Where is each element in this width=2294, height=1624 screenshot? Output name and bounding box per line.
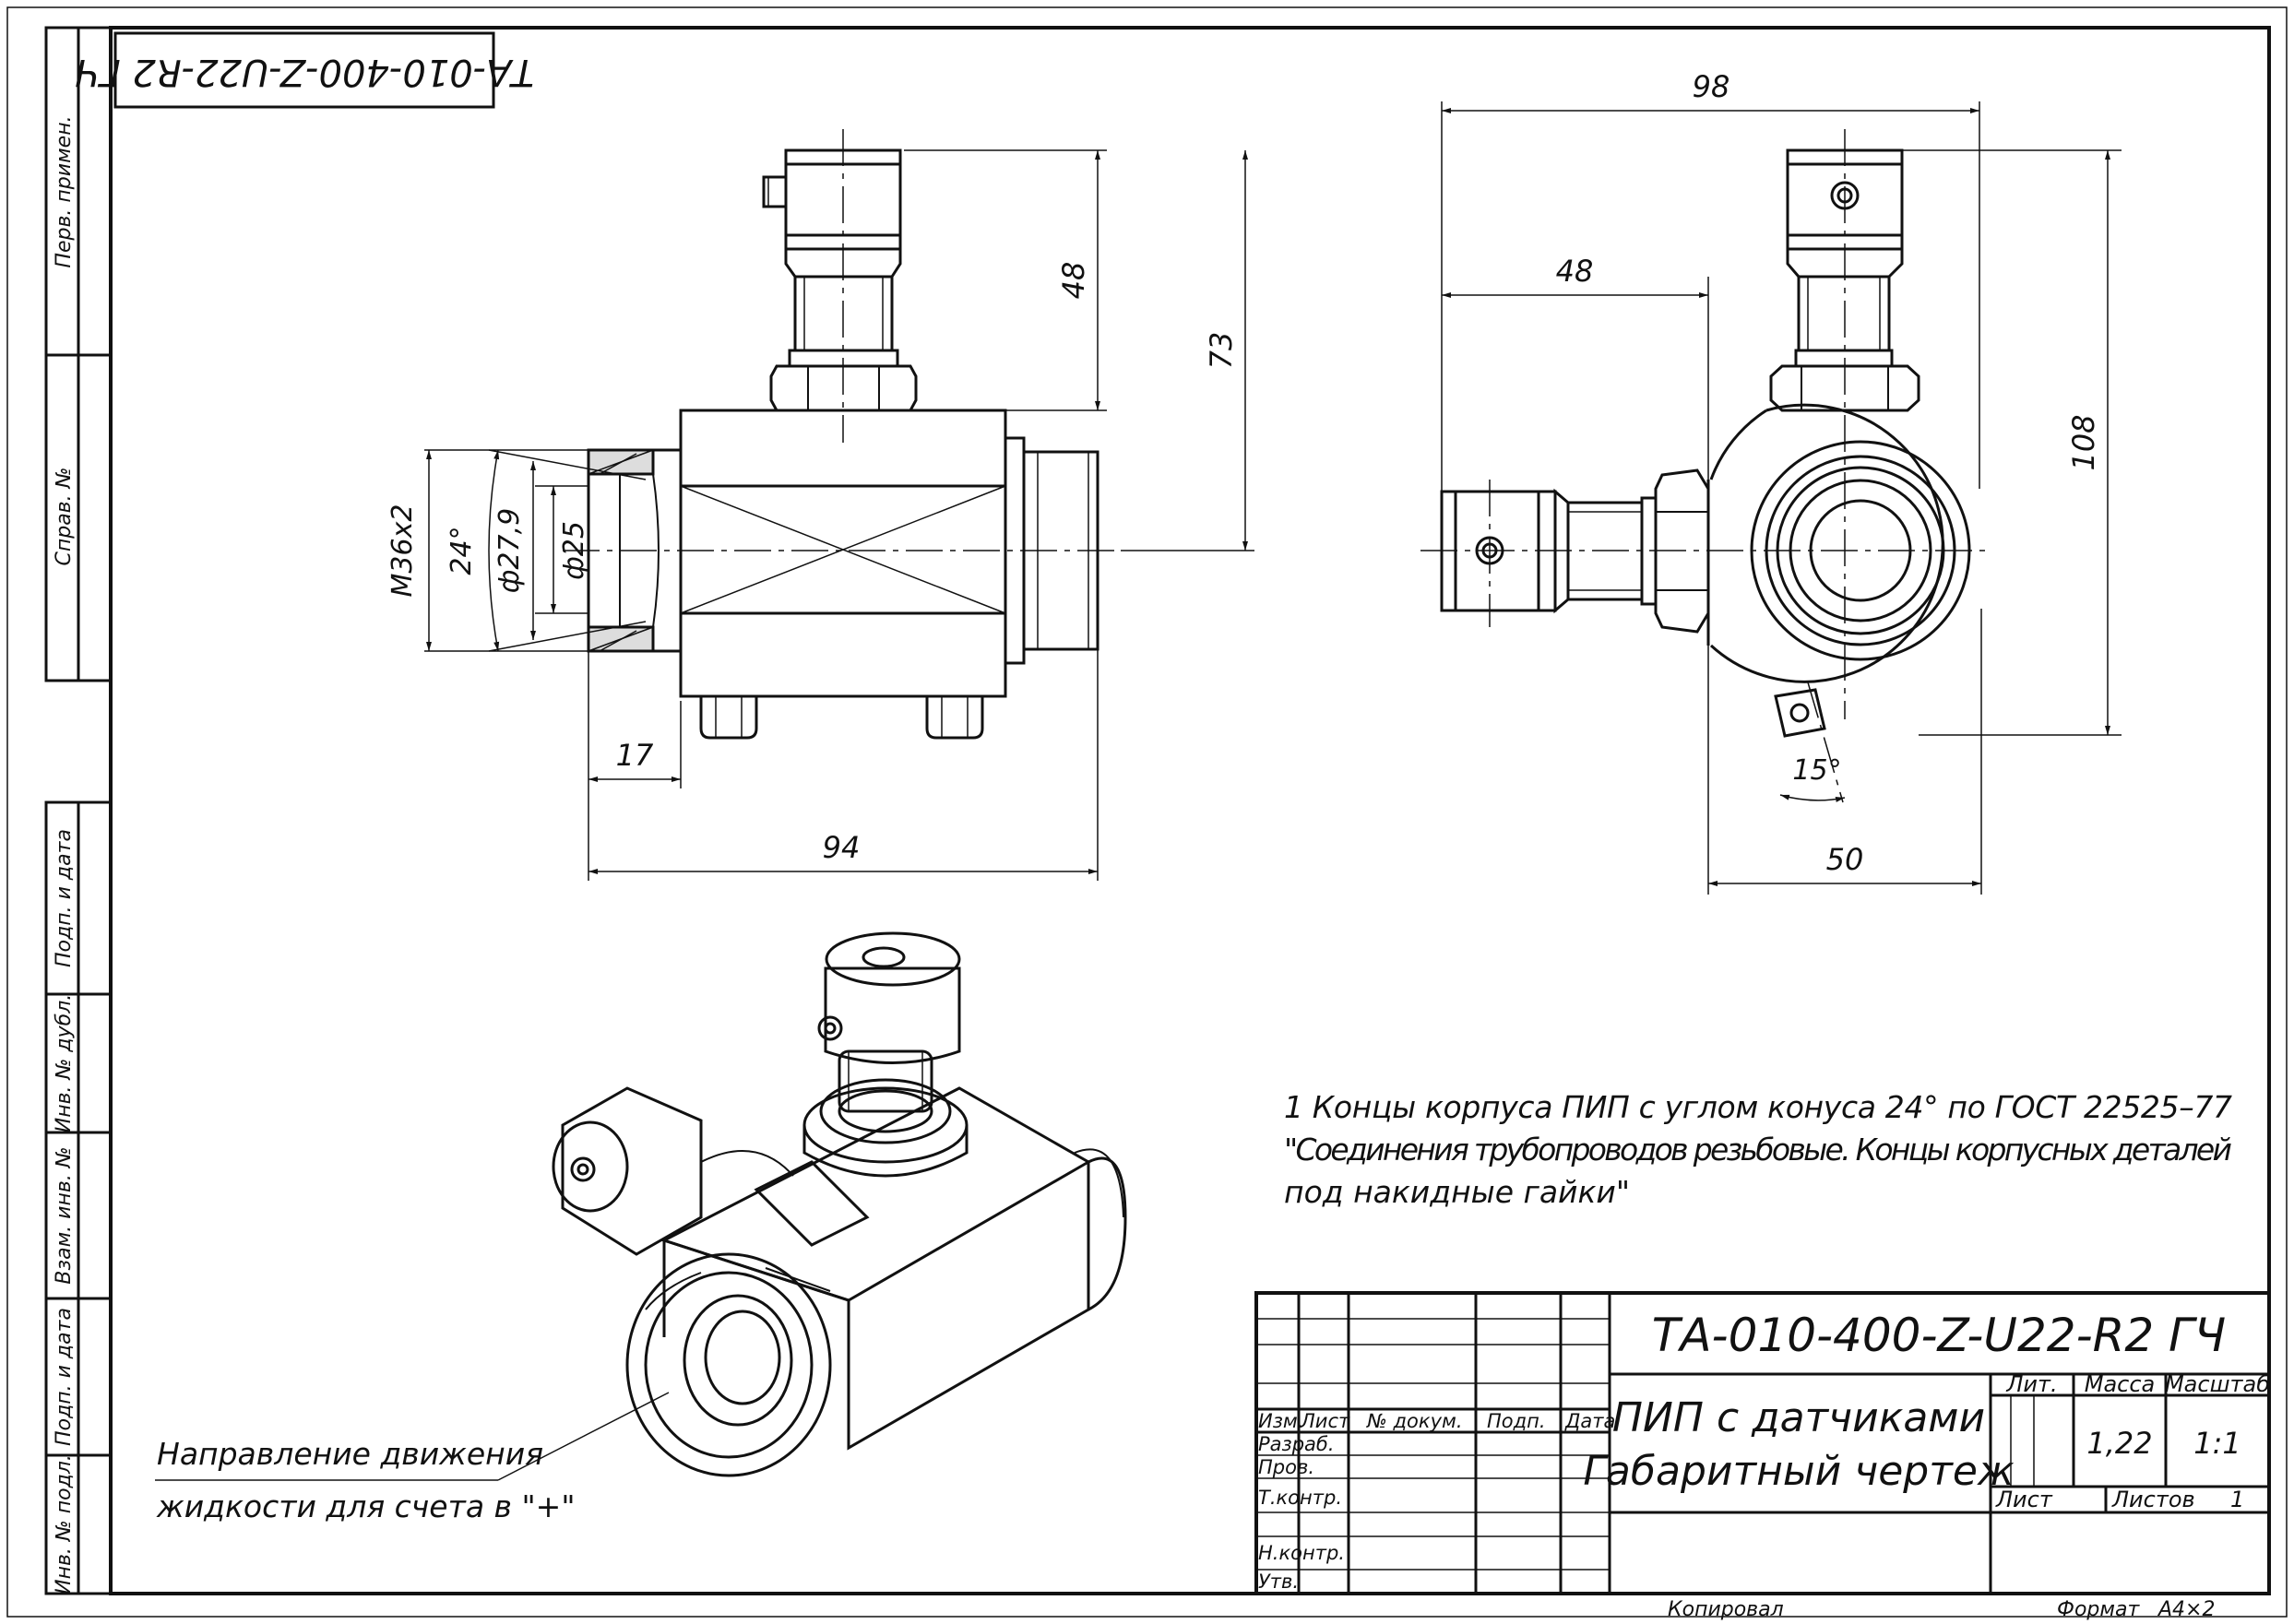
title-list: Лист [1995,1487,2053,1512]
note-line2: "Соединения трубопроводов резьбовые. Кон… [1284,1132,2232,1168]
dim-73-front: 73 [1204,332,1239,370]
title-masshtab-value: 1:1 [2193,1426,2241,1461]
front-view-centerlines [563,129,1121,551]
title-name-line2: Габаритный чертеж [1583,1448,2015,1495]
col-izm: Изм. [1258,1410,1303,1432]
side-strip [44,26,113,1595]
front-view-dimensions [424,149,1254,881]
row-prov: Пров. [1258,1456,1314,1478]
title-massa-value: 1,22 [2086,1426,2152,1461]
title-listov: Листов [2111,1487,2195,1512]
front-view [587,148,1099,740]
dim-15-deg: 15° [1792,754,1841,787]
dim-94: 94 [823,830,861,865]
dim-48-front: 48 [1056,262,1091,300]
row-t-kontr: Т.контр. [1258,1487,1342,1509]
label-perv-primen: Перв. примен. [53,115,76,267]
dim-98: 98 [1693,69,1730,104]
side-view-dimension-text: 98 48 108 15° 50 [1556,69,2101,877]
col-list: Лист [1300,1410,1350,1432]
flow-label-line1: Направление движения [157,1436,543,1472]
col-podp: Подп. [1487,1410,1546,1432]
front-view-dimension-text: 48 73 М36х2 24° ф27,9 ф25 17 94 [386,262,1239,865]
side-strip-labels: Перв. примен. Справ. № Подп. и дата Инв.… [53,115,76,1594]
title-massa: Масса [2085,1371,2156,1397]
col-data: Дата [1564,1410,1615,1432]
label-sprav-no: Справ. № [53,467,76,565]
flow-label-line2: жидкости для счета в "+" [156,1488,576,1524]
title-block [1254,1291,2271,1595]
side-view-dimensions [1441,101,2122,895]
flow-leader [155,1392,670,1481]
stamp-designation: ТА-010-400-Z-U22-R2 ГЧ [75,51,534,93]
label-inv-podl: Инв. № подл. [53,1454,76,1594]
label-vzam-inv: Взам. инв. № [53,1146,76,1284]
row-n-kontr: Н.контр. [1258,1542,1345,1564]
label-inv-dubl: Инв. № дубл. [53,994,76,1133]
footer-kopiroval: Копировал [1668,1598,1784,1621]
title-designation: ТА-010-400-Z-U22-R2 ГЧ [1652,1309,2226,1362]
rotated-stamp: ТА-010-400-Z-U22-R2 ГЧ [75,31,534,109]
side-view [1440,148,1971,738]
footer: Копировал Формат А4×2 [1668,1598,2215,1621]
footer-format: Формат [2057,1598,2140,1621]
dim-d25: ф25 [558,521,590,580]
dim-d27-9: ф27,9 [493,508,526,593]
row-razrab: Разраб. [1258,1433,1335,1455]
dim-108: 108 [2066,414,2101,470]
col-no-dokum: № докум. [1366,1410,1463,1432]
isometric-view [552,931,1127,1477]
note-line1: 1 Концы корпуса ПИП с углом конуса 24° п… [1284,1089,2232,1125]
title-name-line1: ПИП с датчиками [1612,1394,1985,1441]
label-podp-data-2: Подп. и дата [53,1308,76,1446]
dim-m36: М36х2 [386,504,419,598]
dim-48-side: 48 [1556,254,1594,289]
footer-format-value: А4×2 [2157,1598,2215,1621]
dim-24-deg: 24° [446,526,478,575]
title-lit: Лит. [2005,1371,2057,1397]
flow-label: Направление движения жидкости для счета … [156,1436,576,1524]
row-utv: Утв. [1258,1571,1299,1593]
label-podp-data-1: Подп. и дата [53,829,76,967]
note-line3: под накидные гайки" [1284,1174,1630,1210]
title-block-text: ТА-010-400-Z-U22-R2 ГЧ ПИП с датчиками Г… [1258,1309,2270,1593]
side-view-centerlines [1420,129,1992,803]
title-listov-value: 1 [2230,1487,2244,1512]
technical-note: 1 Концы корпуса ПИП с углом конуса 24° п… [1284,1089,2232,1210]
title-masshtab: Масштаб [2165,1371,2270,1397]
dim-50: 50 [1826,842,1864,877]
dim-17: 17 [616,738,654,773]
